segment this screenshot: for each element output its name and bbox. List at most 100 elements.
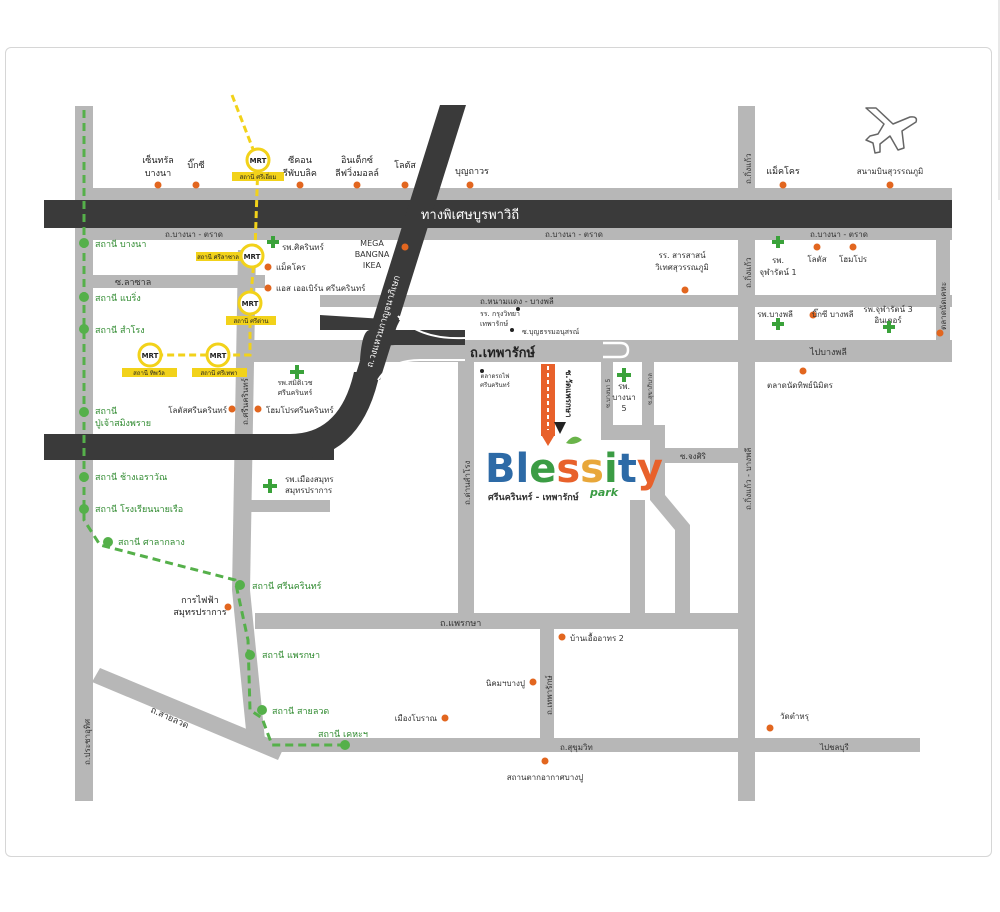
poi-sarasas-1: รร. สารสาสน์ — [658, 250, 706, 260]
poi-soi-bunthamanusorn: ซ.บุญธรรมอนุสรณ์ — [522, 328, 580, 336]
poi-mega-3: IKEA — [363, 261, 382, 270]
bts-line: สถานี บางนา สถานี แบริ่ง สถานี สำโรง สถา… — [79, 110, 368, 750]
poi-bigc-bangphli: บิ๊กซี บางพลี — [812, 308, 854, 319]
poi-pea-2: สมุทรปราการ — [173, 608, 226, 618]
poi-bangna5-1: รพ. — [618, 382, 630, 391]
poi-chularat3-1: รพ.จุฬารัตน์ 3 — [863, 304, 912, 314]
project-name: Blessity — [485, 446, 663, 492]
map-label: MRT — [244, 253, 261, 261]
soi-wat-phaet-label: ซ.วัดแพรกษา — [564, 370, 573, 418]
poi-mega-2: BANGNA — [355, 250, 390, 259]
poi-mega-1: MEGA — [360, 239, 384, 248]
poi-samitivej-1: รพ.สมิติเวช — [277, 379, 312, 387]
project-sub: park — [589, 486, 619, 499]
poi-market-thep-2: ศรีนครินทร์ — [480, 381, 510, 389]
poi-living-mall: ลีฟวิ่งมอลล์ — [335, 166, 379, 179]
mrt-station-si-thepha: MRT สถานี ศรีเทพา — [192, 342, 247, 377]
poi-school-krung-1: รร. กรุงวิทยา — [480, 310, 520, 318]
road-label-market-kheha: ตลาดนัดเคหะ — [939, 282, 948, 330]
hospital-cross-icon — [263, 236, 895, 493]
poi-sarasas-2: วิเทศสุวรรณภูมิ — [655, 263, 709, 273]
poi-chularat1-1: รพ. — [772, 256, 784, 265]
poi-makro-2: แม็คโคร — [276, 262, 306, 272]
road-label-king-kaew-bangphli: ถ.กิ่งแก้ว - บางพลี — [742, 448, 753, 510]
interchange-lines — [377, 315, 466, 381]
poi-homepro-srinakarin: โฮมโปรศรีนครินทร์ — [266, 405, 334, 415]
expressway — [44, 105, 952, 460]
arrow-down-icon — [554, 422, 566, 434]
bts-station-sailuat: สถานี สายลวด — [272, 706, 329, 717]
map-label: สถานี ศรีลาซาล — [197, 253, 239, 261]
bts-station-srinakarin: สถานี ศรีนครินทร์ — [252, 580, 322, 592]
road-label-to-bangphli: ไปบางพลี — [809, 347, 847, 358]
road-label-dansamrong: ถ.ด่านสำโรง — [462, 460, 472, 505]
mrt-line: MRT สถานี ศรีเอี่ยม MRT สถานี ศรีลาซาล M… — [122, 94, 284, 377]
poi-bangna5-3: 5 — [621, 404, 626, 413]
points-of-interest: เซ็นทรัล บางนา บิ๊กซี ซีคอน รีพับบลิค อิ… — [142, 153, 944, 783]
poi-boonthavorn: บุญถาวร — [455, 167, 489, 177]
poi-airport: สนามบินสุวรรณภูมิ — [857, 167, 924, 177]
bts-station-bangna: สถานี บางนา — [95, 239, 146, 250]
road-label-thepharak-south: ถ.เทพารักษ์ — [544, 675, 554, 715]
road-network — [75, 106, 952, 801]
poi-ban-uea-arthorn: บ้านเอื้ออาทร 2 — [570, 632, 624, 643]
bts-station-puchao-2: ปู่เจ้าสมิงพราย — [95, 418, 151, 429]
poi-muangsamut-1: รพ.เมืองสมุทร — [285, 475, 334, 484]
poi-school-krung-2: เทพารักษ์ — [480, 320, 509, 328]
road-label-bangna-trad-2: ถ.บางนา - ตราด — [545, 230, 603, 239]
road-label-namdaeng: ถ.หนามแดง - บางพลี — [480, 297, 554, 306]
project-logo: Blessity park ศรีนครินทร์ - เทพารักษ์ — [485, 436, 663, 503]
poi-hosp-bangphli: รพ.บางพลี — [757, 310, 793, 319]
poi-lotus-2: โลตัส — [807, 254, 826, 264]
mrt-station-si-la-sal: MRT สถานี ศรีลาซาล — [196, 243, 265, 269]
road-label-soi-chongsiri: ซ.จงศิริ — [680, 452, 707, 461]
road-label-king-kaew-1: ถ.กิ่งแก้ว — [742, 153, 753, 184]
poi-homepro-1: โฮมโปร — [839, 254, 868, 264]
poi-small-dot — [480, 307, 520, 373]
project-access-road: ซ.วัดแพรกษา — [541, 364, 573, 446]
bts-station-praeksa: สถานี แพรกษา — [262, 650, 320, 661]
poi-index: อินเด็กซ์ — [341, 153, 373, 166]
road-label-srinakarin: ถ.ศรีนครินทร์ — [240, 377, 250, 425]
road-label-lasalle: ซ.ลาซาล — [115, 278, 151, 288]
poi-chularat3-2: อินเตอร์ — [874, 315, 902, 325]
poi-muangsamut-2: สมุทรปราการ — [285, 486, 333, 495]
poi-chularat1-2: จุฬารัตน์ 1 — [759, 267, 796, 277]
poi-nikhom-bangpoo: นิคมฯบางปู — [486, 679, 525, 689]
mrt-station-si-dan: MRT สถานี ศรีด่าน — [226, 290, 276, 325]
mrt-station-thiphawan: MRT สถานี ทิพวัล — [122, 342, 177, 377]
map-label: สถานี ทิพวัล — [133, 369, 165, 377]
poi-bigc: บิ๊กซี — [187, 158, 204, 171]
poi-lotus-srinakarin: โลตัสศรีนครินทร์ — [168, 405, 228, 415]
map-label: MRT — [210, 352, 227, 360]
road-label-soi-sukhaphiban: ซ.สุขาภิบาล — [647, 373, 654, 405]
mrt-station-si-iam: MRT สถานี ศรีเอี่ยม — [232, 147, 284, 181]
poi-pea-1: การไฟฟ้า — [181, 595, 219, 606]
road-label-king-kaew-2: ถ.กิ่งแก้ว — [742, 257, 753, 288]
map-label: MRT — [142, 352, 159, 360]
expressway-label: ทางพิเศษบูรพาวิถี — [421, 207, 519, 223]
road-label-praeksa: ถ.แพรกษา — [440, 619, 481, 629]
poi-central-1: เซ็นทรัล — [142, 153, 174, 166]
poi-hosp-sikarin: รพ.ศิครินทร์ — [282, 242, 325, 252]
page-edge — [998, 0, 1000, 200]
bts-station-naval: สถานี โรงเรียนนายเรือ — [95, 504, 183, 515]
poi-samitivej-2: ศรีนครินทร์ — [278, 389, 313, 397]
poi-central-2: บางนา — [145, 169, 171, 179]
poi-bangpoo-station: สถานตากอากาศบางปู — [507, 773, 583, 783]
poi-seacon: ซีคอน — [288, 155, 312, 166]
poi-ancient-city: เมืองโบราณ — [395, 713, 438, 723]
road-label-bangna-trad-3: ถ.บางนา - ตราด — [810, 230, 868, 239]
bts-station-puchao: สถานี — [95, 406, 117, 417]
map-label: สถานี ศรีเทพา — [200, 369, 237, 377]
poi-makro-1: แม็คโคร — [766, 164, 800, 177]
poi-bangna5-2: บางนา — [612, 393, 635, 402]
project-location: ศรีนครินทร์ - เทพารักษ์ — [488, 491, 579, 503]
road-label-bangna-trad: ถ.บางนา - ตราด — [165, 230, 223, 239]
expressway-burapha-withi — [44, 200, 952, 228]
bts-station-kheha: สถานี เคหะฯ — [318, 729, 368, 740]
road-label-thepharak: ถ.เทพารักษ์ — [470, 345, 536, 361]
poi-dot-icon — [154, 181, 944, 765]
airplane-icon — [865, 107, 918, 154]
